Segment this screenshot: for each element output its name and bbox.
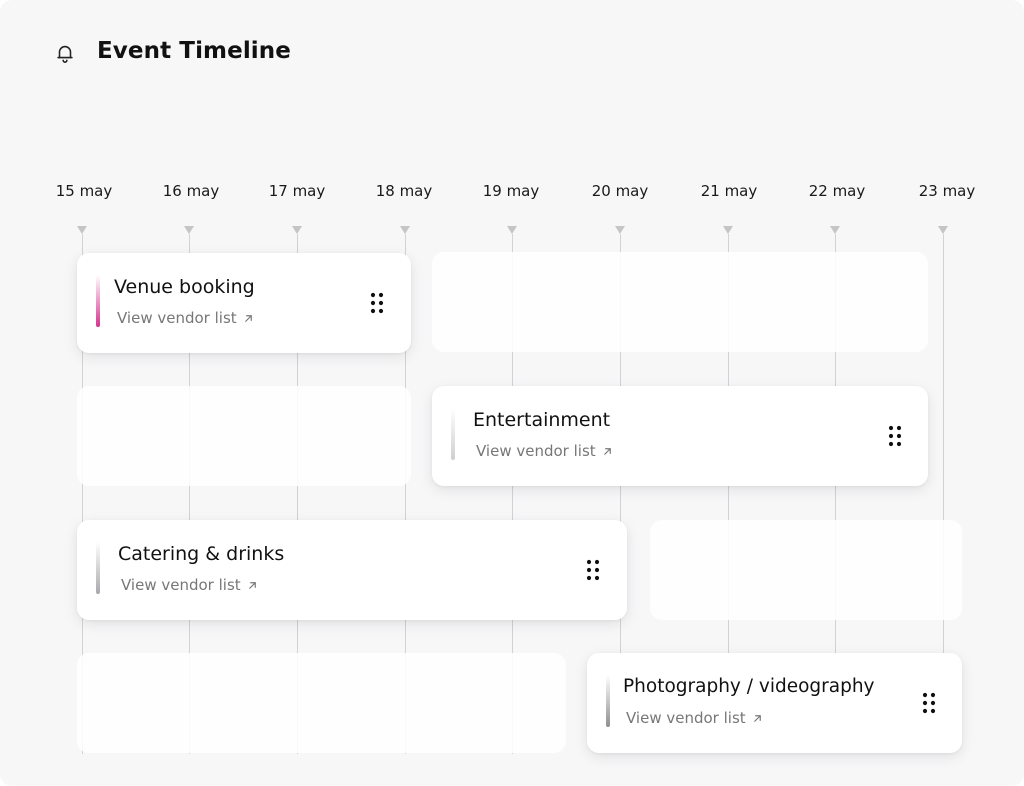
date-tick [830,226,840,234]
drag-handle-icon[interactable] [585,558,601,582]
link-label: View vendor list [476,442,596,460]
event-accent-bar [96,542,100,594]
view-vendor-list-link[interactable]: View vendor list [117,309,254,328]
event-accent-bar [606,675,610,727]
arrow-up-right-icon [602,443,613,461]
drag-handle-icon[interactable] [369,291,385,315]
date-label: 16 may [162,182,220,200]
date-label: 22 may [808,182,866,200]
link-label: View vendor list [121,576,241,594]
event-card-catering-drinks[interactable]: Catering & drinks View vendor list [77,520,627,620]
event-accent-bar [451,408,455,460]
date-tick [615,226,625,234]
view-vendor-list-link[interactable]: View vendor list [476,442,613,461]
view-vendor-list-link[interactable]: View vendor list [121,576,258,595]
page-title: Event Timeline [97,38,291,64]
view-vendor-list-link[interactable]: View vendor list [626,709,763,728]
grid-line [82,234,83,754]
arrow-up-right-icon [247,577,258,595]
date-label: 19 may [482,182,540,200]
date-tick [938,226,948,234]
date-label: 20 may [591,182,649,200]
event-title: Photography / videography [623,676,875,697]
date-label: 17 may [268,182,326,200]
empty-slot [650,520,962,620]
event-card-photography-videography[interactable]: Photography / videography View vendor li… [587,653,962,753]
event-title: Venue booking [114,276,255,298]
event-title: Entertainment [473,409,611,431]
date-label: 15 may [55,182,113,200]
empty-slot [77,653,566,753]
date-tick [723,226,733,234]
empty-slot [432,252,928,352]
grid-line [405,234,406,754]
grid-line [512,234,513,754]
event-title: Catering & drinks [118,543,285,565]
event-accent-bar [96,275,100,327]
date-tick [507,226,517,234]
link-label: View vendor list [117,309,237,327]
event-card-entertainment[interactable]: Entertainment View vendor list [432,386,928,486]
drag-handle-icon[interactable] [921,691,937,715]
arrow-up-right-icon [752,710,763,728]
drag-handle-icon[interactable] [887,424,903,448]
grid-line [189,234,190,754]
link-label: View vendor list [626,709,746,727]
date-label: 23 may [918,182,976,200]
date-tick [184,226,194,234]
date-tick [77,226,87,234]
empty-slot [77,386,411,486]
event-card-venue-booking[interactable]: Venue booking View vendor list [77,253,411,353]
bell-icon[interactable] [54,42,76,64]
date-label: 21 may [700,182,758,200]
grid-line [943,234,944,654]
date-label: 18 may [375,182,433,200]
date-tick [292,226,302,234]
date-tick [400,226,410,234]
grid-line [297,234,298,754]
arrow-up-right-icon [243,310,254,328]
header: Event Timeline [0,0,1024,100]
